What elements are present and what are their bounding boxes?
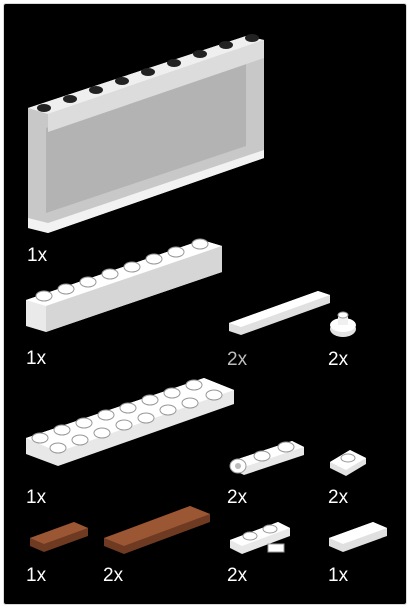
quantity-label: 1x <box>26 349 46 369</box>
quantity-label: 1x <box>328 566 348 586</box>
clip-plate-icon <box>226 435 308 483</box>
white-tile-icon <box>226 287 336 345</box>
white-plate-small-icon <box>328 446 368 478</box>
white-plate-icon <box>24 372 239 482</box>
quantity-label: 2x <box>328 350 348 370</box>
quantity-label: 2x <box>227 350 247 370</box>
transparent-panel-icon <box>24 28 269 238</box>
quantity-label: 2x <box>328 488 348 508</box>
round-plate-icon <box>328 310 360 340</box>
quantity-label: 1x <box>26 566 46 586</box>
quantity-label: 1x <box>26 488 46 508</box>
clip-bar-plate-icon <box>228 518 298 558</box>
quantity-label: 2x <box>227 566 247 586</box>
white-tile-small-icon <box>327 518 391 558</box>
quantity-label: 2x <box>227 488 247 508</box>
brown-tile-long-icon <box>102 500 214 560</box>
brown-tile-icon <box>28 518 92 558</box>
quantity-label: 2x <box>103 566 123 586</box>
white-brick-icon <box>24 232 224 342</box>
